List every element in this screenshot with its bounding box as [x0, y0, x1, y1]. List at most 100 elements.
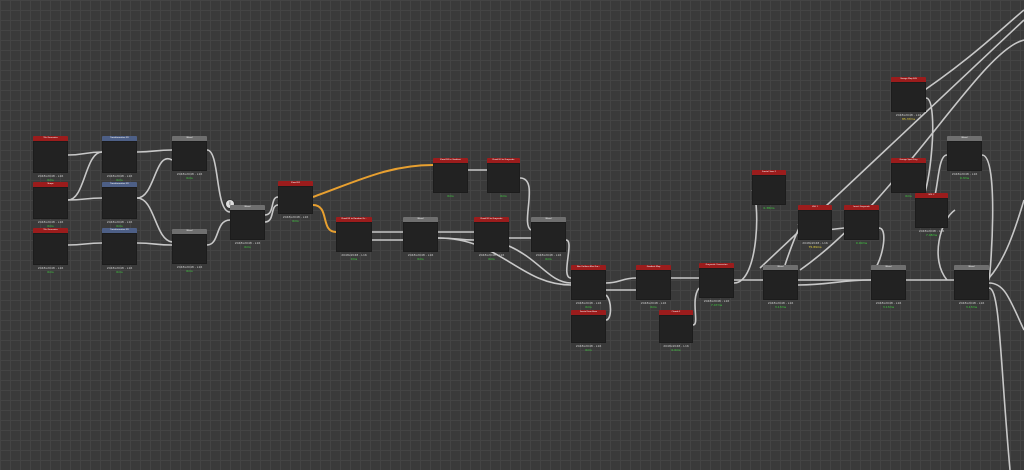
node-resolution: 2048x2048 - L16 — [478, 253, 505, 257]
node-title: Grunge Spot Dirty — [891, 158, 926, 163]
node-title: Blend — [403, 217, 438, 222]
node-flood-fill-gradient[interactable]: Flood Fill to Gradient 0ms — [433, 158, 468, 198]
node-title: HSL 2 — [915, 193, 948, 198]
node-resolution: 2048x2048 - L16 — [535, 253, 562, 257]
node-timing: 0ms — [447, 194, 454, 198]
node-title: Blend — [763, 265, 798, 270]
node-thumbnail — [947, 141, 982, 171]
node-grunge-map-005[interactable]: Grunge Map 005 2048x2048 - L16 85.37ms — [891, 77, 926, 121]
node-timing: 3.13ms — [965, 305, 978, 309]
node-title: Non Uniform Blur Gra... — [571, 265, 606, 270]
node-title: Flood Fill to Grayscale — [487, 158, 520, 163]
node-thumbnail — [33, 141, 68, 173]
node-timing: 0ms — [116, 178, 123, 182]
node-blend-b[interactable]: Blend 2048x2048 - L16 0ms — [172, 229, 207, 273]
node-title: Invert Grayscale — [844, 205, 879, 210]
node-blend-d[interactable]: Blend 2048x2048 - L16 0ms — [403, 217, 438, 261]
node-thumbnail — [636, 270, 671, 300]
node-thumbnail — [33, 233, 68, 265]
node-resolution: 2048x2048 - L16 — [407, 253, 434, 257]
node-tile-generator-2[interactable]: Tile Generator 2048x2048 - L16 0ms — [33, 228, 68, 274]
node-timing: 0ms — [585, 348, 592, 352]
node-blend-c[interactable]: Blend 2048x2048 - L16 0ms — [230, 205, 265, 249]
node-thumbnail — [172, 234, 207, 264]
node-title: Flood Fill to Grayscale — [474, 217, 509, 222]
node-flood-fill-grayscale-2[interactable]: Flood Fill to Grayscale 2048x2048 - L16 … — [474, 217, 509, 261]
node-fractal-sum-base[interactable]: Fractal Sum Base 2048x2048 - L16 0ms — [571, 310, 606, 352]
node-resolution: 2048x2048 - L16 — [106, 266, 133, 270]
node-title: Tile Generator — [33, 136, 68, 141]
node-thumbnail — [659, 315, 693, 343]
node-non-uniform-blur[interactable]: Non Uniform Blur Gra... 2048x2048 - L16 … — [571, 265, 606, 309]
node-thumbnail — [102, 187, 137, 219]
node-timing: 0ms — [186, 176, 193, 180]
node-fractal-sum-2[interactable]: Fractal Sum 2 0.38ms — [752, 170, 786, 210]
node-blend-e[interactable]: Blend 2048x2048 - L16 0ms — [531, 217, 566, 261]
node-flood-fill-random[interactable]: Flood Fill to Random Gr... 2048x2048 - L… — [336, 217, 372, 261]
node-title: Fractal Sum 2 — [752, 170, 786, 175]
node-resolution: 2048x2048 - L16 — [37, 220, 64, 224]
node-shape[interactable]: Shape 2048x2048 - L16 0ms — [33, 182, 68, 228]
node-thumbnail — [891, 163, 926, 193]
node-hsl-2[interactable]: HSL 2 2048x2048 - L16 7.48ms — [915, 193, 948, 237]
node-title: Blend — [947, 136, 982, 141]
node-blend-g[interactable]: Blend 2048x2048 - L16 3.13ms — [871, 265, 906, 309]
node-thumbnail — [433, 163, 468, 193]
node-resolution: 2048x2048 - L16 — [875, 301, 902, 305]
node-title: Gradient Map — [636, 265, 671, 270]
node-blend-i[interactable]: Blend 2048x2048 - L16 3.13ms — [954, 265, 989, 309]
node-transformation-2d-2[interactable]: Transformation 2D 2048x2048 - L16 0ms — [102, 182, 137, 228]
node-blend-f[interactable]: Blend 2048x2048 - L16 3.13ms — [763, 265, 798, 309]
node-grayscale-conversion[interactable]: Grayscale Conversion 2048x2048 - L16 7.4… — [699, 263, 734, 307]
node-flood-fill[interactable]: Flood Fill 2048x2048 - L16 0ms — [278, 181, 313, 223]
node-timing: 0ms — [545, 257, 552, 261]
node-timing: 0.3ms — [959, 176, 970, 180]
node-tile-generator-1[interactable]: Tile Generator 2048x2048 - L16 0ms — [33, 136, 68, 182]
node-thumbnail — [474, 222, 509, 252]
node-thumbnail — [915, 198, 948, 228]
node-gradient-map[interactable]: Gradient Map 2048x2048 - L16 0ms — [636, 265, 671, 309]
node-invert-grayscale[interactable]: Invert Grayscale 0.00ms — [844, 205, 879, 245]
node-resolution: 2048x2048 - L16 — [282, 215, 309, 219]
node-blend-h[interactable]: Blend 2048x2048 - L16 0.3ms — [947, 136, 982, 180]
node-timing: 0ms — [116, 224, 123, 228]
node-title: Blend — [230, 205, 265, 210]
node-thumbnail — [752, 175, 786, 205]
node-thumbnail — [954, 270, 989, 300]
node-timing: 0ms — [585, 305, 592, 309]
node-clouds-2[interactable]: Clouds 2 2048x2048 - L16 0.0ms — [659, 310, 693, 352]
node-timing: 7.48ms — [925, 233, 938, 237]
node-timing: 0ms — [292, 219, 299, 223]
node-resolution: 2048x2048 - L16 — [958, 301, 985, 305]
node-timing: 75.89ms — [808, 245, 822, 249]
node-thumbnail — [871, 270, 906, 300]
node-hsl-1[interactable]: HSL 1 2048x2048 - L16 75.89ms — [798, 205, 832, 249]
node-grunge-spot-dirty[interactable]: Grunge Spot Dirty 0ms — [891, 158, 926, 198]
node-title: Transformation 2D — [102, 182, 137, 187]
node-resolution: 2048x2048 - L16 — [106, 220, 133, 224]
node-thumbnail — [487, 163, 520, 193]
node-timing: 0ms — [47, 270, 54, 274]
node-timing: 0.0ms — [671, 348, 681, 352]
node-timing: 0ms — [116, 270, 123, 274]
node-resolution: 2048x2048 - L16 — [703, 299, 730, 303]
node-resolution: 2048x2048 - L16 — [895, 113, 922, 117]
node-resolution: 2048x2048 - L16 — [767, 301, 794, 305]
node-title: Tile Generator — [33, 228, 68, 233]
node-resolution: 2048x2048 - L16 — [176, 172, 203, 176]
node-thumbnail — [571, 270, 606, 300]
node-blend-a[interactable]: Blend 2048x2048 - L16 0ms — [172, 136, 207, 180]
node-resolution: 2048x2048 - L16 — [37, 174, 64, 178]
node-flood-fill-grayscale[interactable]: Flood Fill to Grayscale 0ms — [487, 158, 520, 198]
node-timing: 0ms — [350, 257, 358, 261]
node-timing: 0ms — [47, 178, 54, 182]
node-transformation-2d-1[interactable]: Transformation 2D 2048x2048 - L16 0ms — [102, 136, 137, 182]
node-timing: 0ms — [417, 257, 424, 261]
node-title: Grunge Map 005 — [891, 77, 926, 82]
node-title: Blend — [954, 265, 989, 270]
node-timing: 0ms — [186, 269, 193, 273]
node-transformation-2d-3[interactable]: Transformation 2D 2048x2048 - L16 0ms — [102, 228, 137, 274]
node-timing: 0ms — [650, 305, 657, 309]
node-timing: 0.38ms — [763, 206, 775, 210]
